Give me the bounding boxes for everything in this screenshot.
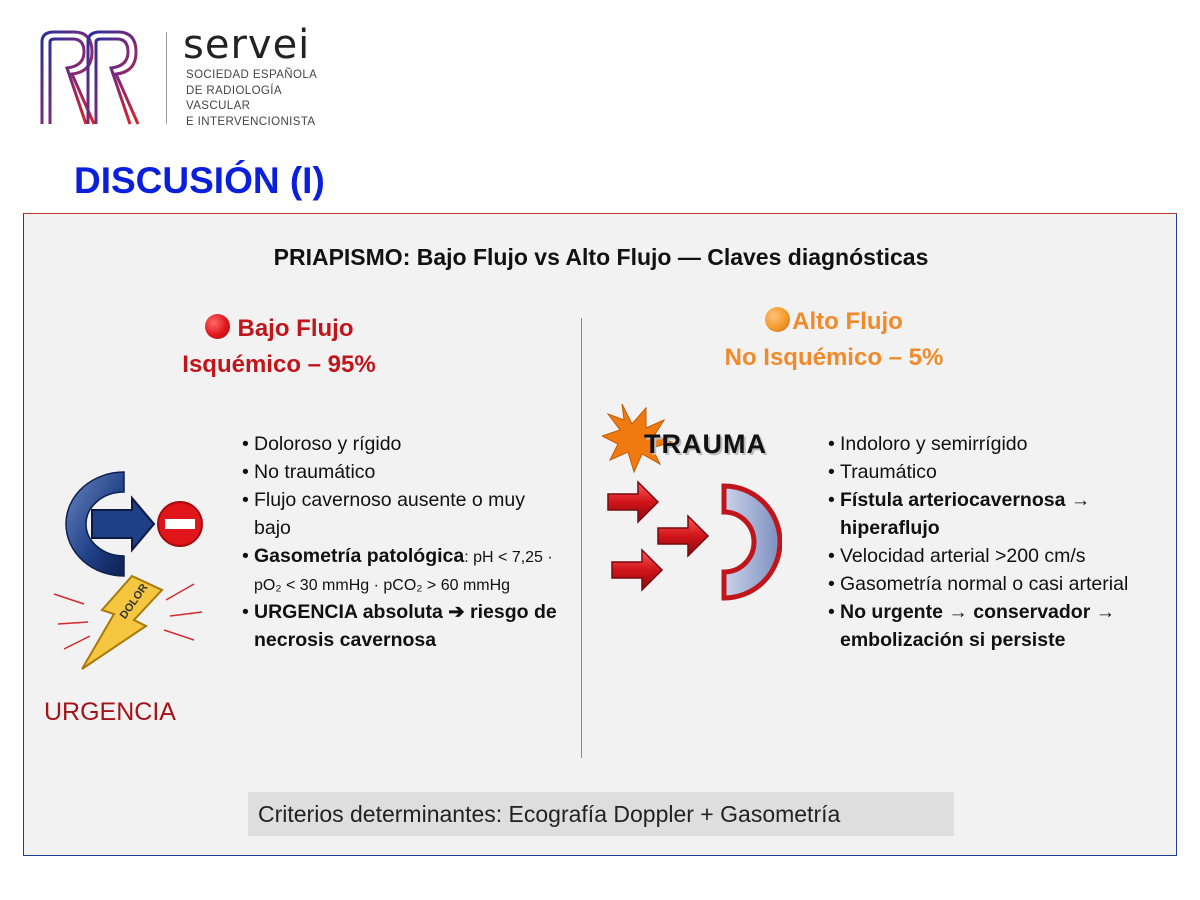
logo-subtitle: SOCIEDAD ESPAÑOLA DE RADIOLOGÍA VASCULAR… (186, 68, 317, 130)
list-item: Gasometría normal o casi arterial (828, 570, 1168, 598)
orange-dot-icon (765, 307, 791, 332)
list-item: Fístula arteriocavernosa → hiperaflujo (828, 486, 1168, 542)
logo-subtitle-line: DE RADIOLOGÍA (186, 84, 282, 97)
logo-subtitle-line: E INTERVENCIONISTA (186, 115, 316, 128)
low-flow-subtitle: Isquémico – 95% (182, 351, 376, 378)
high-flow-title: Alto Flujo No Isquémico – 5% (684, 304, 984, 376)
footer-criteria-text: Criterios determinantes: Ecografía Doppl… (258, 801, 841, 827)
list-item: Traumático (828, 458, 1168, 486)
list-item: URGENCIA absoluta ➔ riesgo de necrosis c… (242, 598, 562, 654)
logo-subtitle-line: SOCIEDAD ESPAÑOLA (186, 69, 318, 81)
list-item-bold: Fístula arteriocavernosa → hiperaflujo (840, 489, 1091, 539)
high-flow-subtitle: No Isquémico – 5% (724, 344, 944, 371)
low-flow-title-text: Bajo Flujo (237, 315, 354, 342)
logo-divider (166, 32, 167, 124)
logo-wordmark: servei (183, 22, 311, 68)
low-flow-title: Bajo Flujo Isquémico – 95% (134, 311, 424, 383)
trauma-label: TRAUMA (644, 429, 767, 459)
list-item: No urgente → conservador → embolización … (828, 598, 1168, 654)
arrows-icon (607, 480, 710, 592)
list-item: Indoloro y semirrígido (828, 430, 1168, 458)
low-flow-list: Doloroso y rígido No traumático Flujo ca… (242, 430, 562, 654)
list-item-detail: : pH < 7,25 · pO₂ < 30 mmHg · pCO₂ > 60 … (254, 549, 553, 594)
list-item: Flujo cavernoso ausente o muy bajo (242, 486, 562, 542)
explosion-icon (602, 403, 674, 474)
cavernous-body-icon (721, 483, 782, 601)
urgencia-badge: URGENCIA (44, 698, 176, 726)
list-item: Doloroso y rígido (242, 430, 562, 458)
list-item-bold: No urgente → conservador → embolización … (840, 601, 1116, 651)
list-item: Gasometría patológica: pH < 7,25 · pO₂ <… (242, 542, 562, 598)
list-item-bold: URGENCIA absoluta ➔ riesgo de necrosis c… (254, 601, 557, 651)
page-title: DISCUSIÓN (I) (74, 160, 325, 201)
footer-criteria-box: Criterios determinantes: Ecografía Doppl… (248, 792, 954, 836)
list-item: Velocidad arterial >200 cm/s (828, 542, 1168, 570)
logo-mark-icon (40, 30, 140, 125)
list-item: No traumático (242, 458, 562, 486)
red-dot-icon (204, 314, 230, 339)
high-flow-title-text: Alto Flujo (792, 308, 903, 335)
high-flow-illustration (602, 403, 782, 601)
content-panel: PRIAPISMO: Bajo Flujo vs Alto Flujo — Cl… (23, 213, 1177, 856)
panel-heading: PRIAPISMO: Bajo Flujo vs Alto Flujo — Cl… (273, 244, 929, 270)
high-flow-list: Indoloro y semirrígido Traumático Fístul… (828, 430, 1168, 654)
lightning-icon: DOLOR (81, 574, 164, 670)
column-divider (581, 318, 582, 758)
logo-subtitle-line: VASCULAR (186, 100, 251, 112)
blocked-flow-icon: DOLOR (53, 471, 203, 670)
list-item-bold: Gasometría patológica (254, 545, 465, 567)
